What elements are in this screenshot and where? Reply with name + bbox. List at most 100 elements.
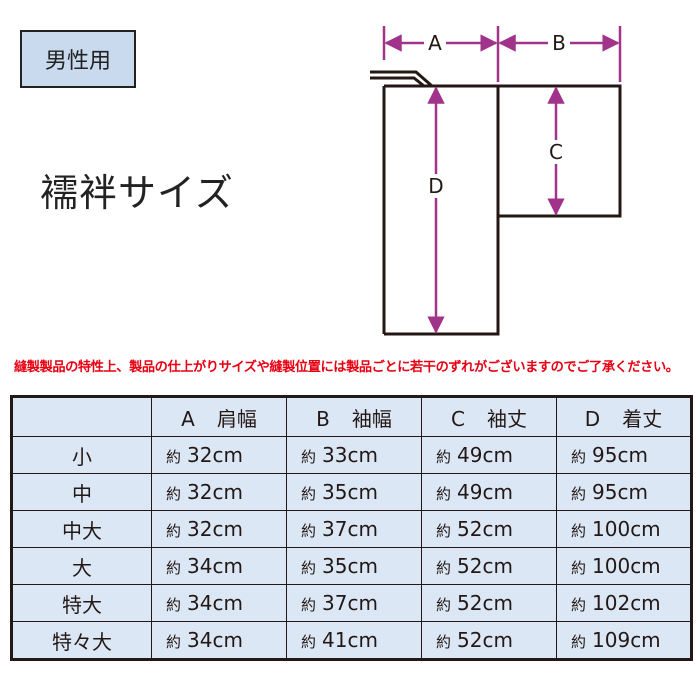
approx-prefix: 約 — [301, 448, 317, 466]
disclaimer-note: 縫製製品の特性上、製品の仕上がりサイズや縫製位置には製品ごとに若干のずれがござい… — [14, 360, 679, 375]
size-value-cell: 約 32cm — [151, 473, 287, 511]
size-value: 49cm — [457, 443, 513, 467]
approx-prefix: 約 — [571, 633, 587, 651]
size-value-cell: 約 37cm — [286, 584, 422, 622]
size-value: 52cm — [457, 628, 513, 652]
size-value: 35cm — [322, 480, 378, 504]
size-value-cell: 約 41cm — [286, 621, 422, 660]
size-value: 52cm — [457, 554, 513, 578]
size-value: 34cm — [187, 628, 243, 652]
approx-prefix: 約 — [436, 596, 452, 614]
size-value: 34cm — [187, 554, 243, 578]
label-a: A — [428, 31, 442, 55]
garment-outline — [370, 70, 622, 336]
size-value: 49cm — [457, 480, 513, 504]
label-c: C — [549, 140, 563, 164]
approx-prefix: 約 — [571, 448, 587, 466]
approx-prefix: 約 — [301, 596, 317, 614]
size-value: 52cm — [457, 517, 513, 541]
size-label: 大 — [11, 547, 152, 585]
size-value-cell: 約 95cm — [556, 473, 692, 511]
size-value: 32cm — [187, 480, 243, 504]
size-value: 33cm — [322, 443, 378, 467]
size-value-cell: 約 49cm — [421, 436, 557, 474]
approx-prefix: 約 — [571, 522, 587, 540]
badge-label: 男性用 — [44, 49, 111, 74]
size-value: 34cm — [187, 591, 243, 615]
approx-prefix: 約 — [571, 596, 587, 614]
size-value: 100cm — [592, 517, 661, 541]
size-value-cell: 約 95cm — [556, 436, 692, 474]
page-title: 襦袢サイズ — [40, 171, 234, 215]
label-b: B — [552, 31, 566, 55]
size-value: 37cm — [322, 591, 378, 615]
dimension-guides — [382, 26, 622, 334]
approx-prefix: 約 — [436, 448, 452, 466]
size-value: 35cm — [322, 554, 378, 578]
approx-prefix: 約 — [301, 559, 317, 577]
label-d: D — [428, 174, 443, 198]
size-value-cell: 約 34cm — [151, 547, 287, 585]
approx-prefix: 約 — [301, 633, 317, 651]
approx-prefix: 約 — [571, 485, 587, 503]
approx-prefix: 約 — [166, 448, 182, 466]
size-value: 100cm — [592, 554, 661, 578]
size-value: 95cm — [592, 443, 648, 467]
garment-diagram: A B C D — [370, 26, 622, 336]
size-value-cell: 約 102cm — [556, 584, 692, 622]
size-value: 32cm — [187, 517, 243, 541]
size-value-cell: 約 52cm — [421, 510, 557, 548]
approx-prefix: 約 — [166, 522, 182, 540]
size-value-cell: 約 49cm — [421, 473, 557, 511]
size-value-cell: 約 52cm — [421, 584, 557, 622]
size-value-cell: 約 32cm — [151, 436, 287, 474]
approx-prefix: 約 — [166, 596, 182, 614]
size-value: 109cm — [592, 628, 661, 652]
size-value-cell: 約 33cm — [286, 436, 422, 474]
size-value-cell: 約 52cm — [421, 547, 557, 585]
approx-prefix: 約 — [436, 522, 452, 540]
size-value-cell: 約 35cm — [286, 547, 422, 585]
size-label: 特大 — [11, 584, 152, 622]
size-value-cell: 約 52cm — [421, 621, 557, 660]
size-label: 小 — [11, 436, 152, 474]
size-label: 中大 — [11, 510, 152, 548]
size-value: 52cm — [457, 591, 513, 615]
size-value: 102cm — [592, 591, 661, 615]
size-value: 41cm — [322, 628, 378, 652]
gender-badge: 男性用 — [20, 30, 136, 88]
size-value: 95cm — [592, 480, 648, 504]
size-label: 中 — [11, 473, 152, 511]
size-value: 37cm — [322, 517, 378, 541]
approx-prefix: 約 — [301, 485, 317, 503]
size-value-cell: 約 109cm — [556, 621, 692, 660]
size-label: 特々大 — [11, 621, 152, 660]
size-value-cell: 約 32cm — [151, 510, 287, 548]
size-value-cell: 約 35cm — [286, 473, 422, 511]
approx-prefix: 約 — [571, 559, 587, 577]
size-value-cell: 約 37cm — [286, 510, 422, 548]
size-value: 32cm — [187, 443, 243, 467]
approx-prefix: 約 — [166, 559, 182, 577]
approx-prefix: 約 — [436, 633, 452, 651]
size-value-cell: 約 100cm — [556, 510, 692, 548]
approx-prefix: 約 — [301, 522, 317, 540]
approx-prefix: 約 — [436, 559, 452, 577]
size-value-cell: 約 100cm — [556, 547, 692, 585]
approx-prefix: 約 — [166, 485, 182, 503]
size-value-cell: 約 34cm — [151, 584, 287, 622]
approx-prefix: 約 — [436, 485, 452, 503]
header-empty — [11, 396, 152, 437]
